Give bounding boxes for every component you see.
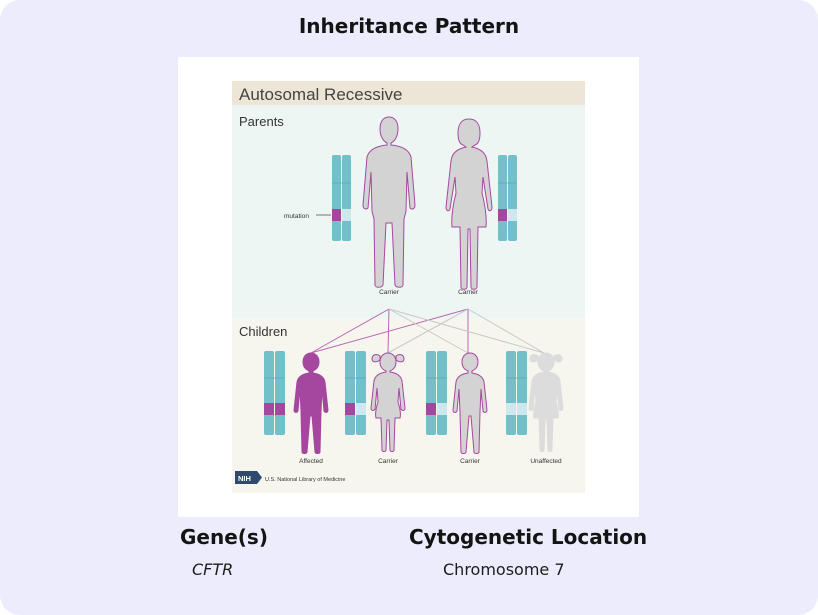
nih-logo [235,471,257,484]
mutation-band [332,209,341,221]
child-2-status: Carrier [378,458,399,465]
parent-2-status: Carrier [458,289,479,296]
children-label: Children [239,324,287,339]
child-2-chromosomes [345,351,366,435]
nih-credit: NIH U.S. National Library of Medicine [235,471,345,484]
child-1-chromosomes [264,351,285,435]
inheritance-figure: Autosomal Recessive Parents Children mut… [178,57,639,517]
child-1-status: Affected [299,458,323,465]
gene-value: CFTR [192,560,234,579]
parent-2-chromosomes [498,155,517,241]
card-title: Inheritance Pattern [298,14,520,38]
cytogenetic-location-value: Chromosome 7 [443,560,565,579]
pattern-header: Autosomal Recessive [239,85,402,104]
child-4-chromosomes [506,351,527,435]
gene-heading: Gene(s) [180,525,268,549]
inheritance-lines [310,308,545,354]
parent-1-status: Carrier [379,289,400,296]
child-3-status: Carrier [460,458,481,465]
parent-1-chromosomes [332,155,351,241]
parents-label: Parents [239,114,284,129]
parents-panel [232,81,585,318]
nlm-credit-text: U.S. National Library of Medicine [265,477,345,483]
mutation-label: mutation [284,213,309,220]
inheritance-diagram: Autosomal Recessive Parents Children mut… [232,81,585,493]
child-3-chromosomes [426,351,447,435]
nih-logo-text: NIH [238,474,251,483]
child-4-status: Unaffected [530,458,562,465]
cytogenetic-location-heading: Cytogenetic Location [409,525,648,549]
header-band [232,81,585,105]
